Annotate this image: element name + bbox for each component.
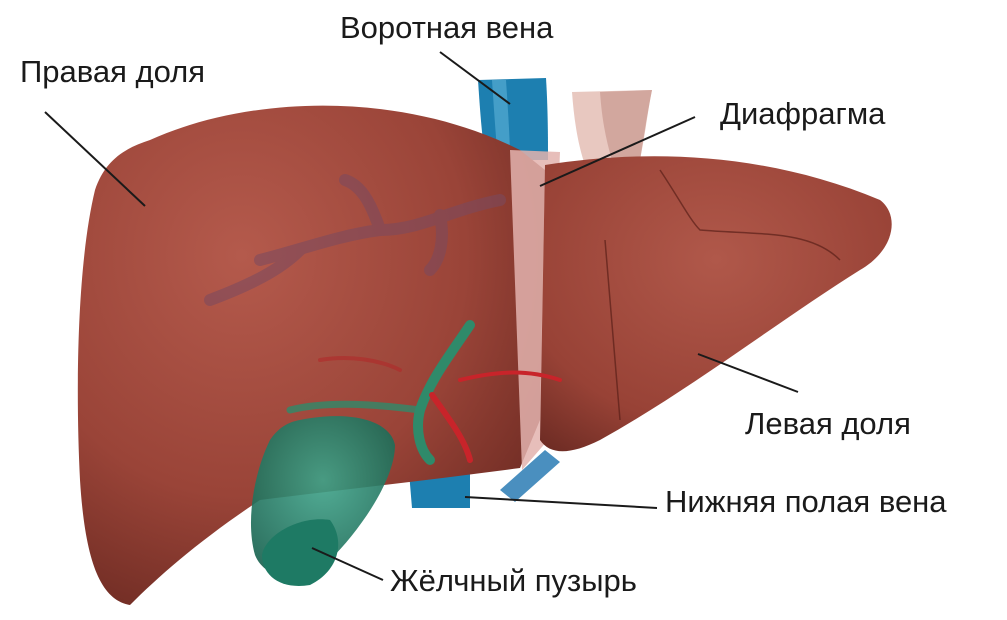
leader-left-lobe: [698, 354, 798, 392]
gallbladder-shape: [251, 416, 395, 586]
label-inferior-vena-cava: Нижняя полая вена: [665, 486, 947, 517]
label-gallbladder: Жёлчный пузырь: [390, 565, 637, 596]
label-left-lobe: Левая доля: [745, 408, 911, 439]
label-diaphragm: Диафрагма: [720, 98, 885, 129]
leader-ivc: [465, 497, 657, 508]
label-right-lobe: Правая доля: [20, 56, 205, 87]
label-portal-vein: Воротная вена: [340, 12, 553, 43]
leader-portal-vein: [440, 52, 510, 104]
